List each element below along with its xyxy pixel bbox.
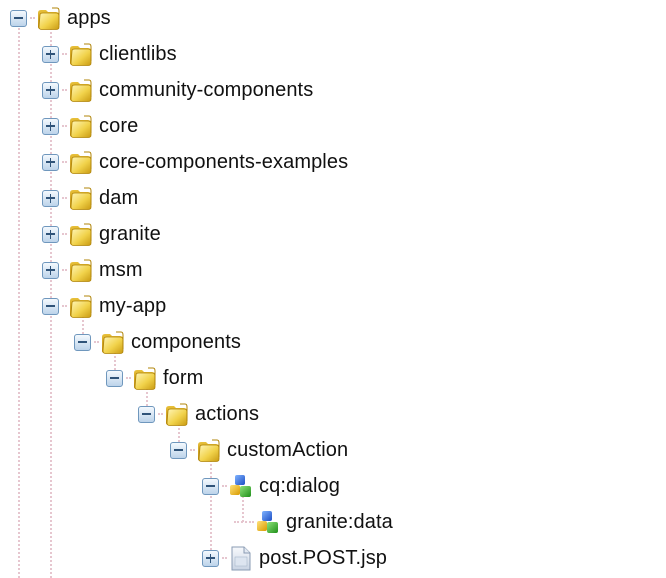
tree-node[interactable]: components: [74, 324, 241, 360]
folder-icon: [70, 43, 92, 66]
tree-node[interactable]: my-app: [42, 288, 166, 324]
collapse-icon[interactable]: [138, 405, 155, 423]
folder-icon: [102, 331, 124, 354]
tree-node-label[interactable]: customAction: [227, 439, 349, 461]
folder-icon: [38, 7, 60, 30]
tree-node[interactable]: form: [106, 360, 203, 396]
tree-node-label[interactable]: my-app: [99, 295, 167, 317]
folder-icon: [134, 367, 156, 390]
folder-icon: [70, 259, 92, 282]
expand-icon[interactable]: [202, 549, 219, 567]
tree-node[interactable]: granite: [42, 216, 161, 252]
collapse-icon[interactable]: [106, 369, 123, 387]
tree-node[interactable]: core: [42, 108, 138, 144]
folder-icon: [70, 79, 92, 102]
folder-icon: [166, 403, 188, 426]
tree-connector: [234, 521, 254, 523]
tree-guide-line: [114, 352, 116, 378]
tree-node-label[interactable]: components: [131, 331, 241, 353]
node-icon: [230, 475, 251, 497]
collapse-icon[interactable]: [202, 477, 219, 495]
tree-guide-line: [18, 28, 20, 578]
tree-node-label[interactable]: dam: [99, 187, 139, 209]
tree-node[interactable]: community-components: [42, 72, 313, 108]
tree-node-label[interactable]: core-components-examples: [99, 151, 349, 173]
expand-icon[interactable]: [42, 261, 59, 279]
folder-icon: [70, 187, 92, 210]
expand-icon[interactable]: [42, 81, 59, 99]
tree-node[interactable]: clientlibs: [42, 36, 177, 72]
tree-node-label[interactable]: cq:dialog: [259, 475, 340, 497]
tree-node[interactable]: msm: [42, 252, 143, 288]
tree-guide-line: [50, 316, 52, 578]
tree-node-label[interactable]: granite: [99, 223, 161, 245]
folder-icon: [70, 223, 92, 246]
collapse-icon[interactable]: [74, 333, 91, 351]
tree-node[interactable]: core-components-examples: [42, 144, 348, 180]
file-icon: [231, 546, 251, 571]
node-icon: [257, 511, 278, 533]
tree-node[interactable]: cq:dialog: [202, 468, 340, 504]
folder-icon: [70, 115, 92, 138]
tree-node[interactable]: apps: [10, 0, 111, 36]
expand-icon[interactable]: [42, 225, 59, 243]
tree-guide-line: [242, 496, 244, 522]
tree-node-label[interactable]: form: [163, 367, 204, 389]
tree-guide-line: [178, 424, 180, 450]
tree-node[interactable]: post.POST.jsp: [202, 540, 387, 576]
folder-icon: [70, 295, 92, 318]
tree-node[interactable]: dam: [42, 180, 138, 216]
expand-icon[interactable]: [42, 189, 59, 207]
tree-node-label[interactable]: core: [99, 115, 139, 137]
folder-icon: [198, 439, 220, 462]
collapse-icon[interactable]: [170, 441, 187, 459]
tree-node-label[interactable]: apps: [67, 7, 111, 29]
tree-node[interactable]: actions: [138, 396, 259, 432]
collapse-icon[interactable]: [10, 9, 27, 27]
tree-node-label[interactable]: msm: [99, 259, 143, 281]
tree-node-label[interactable]: community-components: [99, 79, 314, 101]
tree-node[interactable]: granite:data: [234, 504, 393, 540]
tree-node-label[interactable]: granite:data: [286, 511, 393, 533]
tree-node-label[interactable]: clientlibs: [99, 43, 177, 65]
tree-node-label[interactable]: actions: [195, 403, 260, 425]
tree-guide-line: [146, 388, 148, 414]
expand-icon[interactable]: [42, 45, 59, 63]
tree-guide-line: [82, 316, 84, 342]
tree-guide-line: [210, 460, 212, 558]
expand-icon[interactable]: [42, 117, 59, 135]
collapse-icon[interactable]: [42, 297, 59, 315]
expand-icon[interactable]: [42, 153, 59, 171]
tree-node-label[interactable]: post.POST.jsp: [259, 547, 388, 569]
folder-icon: [70, 151, 92, 174]
tree-node[interactable]: customAction: [170, 432, 348, 468]
